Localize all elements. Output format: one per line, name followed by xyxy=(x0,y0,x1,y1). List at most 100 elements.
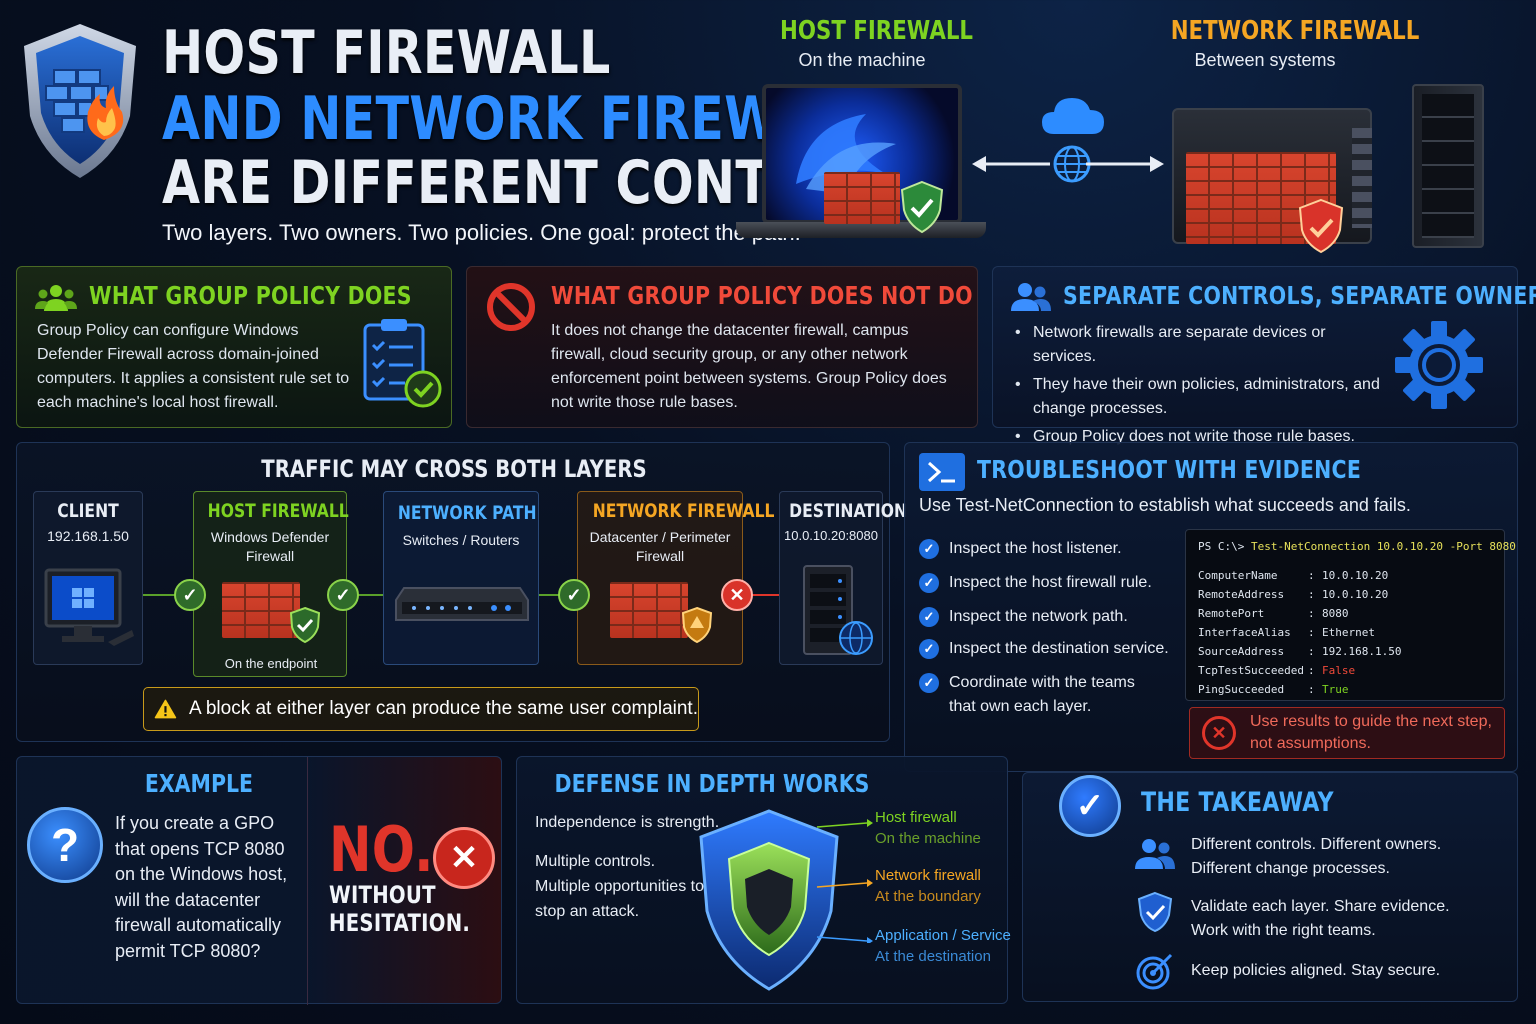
question-icon: ? xyxy=(27,807,103,883)
terminal-value: 192.168.1.50 xyxy=(1322,645,1402,658)
evidence-note: ✕ Use results to guide the next step, no… xyxy=(1189,707,1505,759)
network-firewall-node-sub: Datacenter / Perimeter Firewall xyxy=(589,529,731,564)
terminal-value: False xyxy=(1322,664,1356,677)
host-firewall-node-sub: Windows Defender Firewall xyxy=(210,529,330,564)
terminal-icon xyxy=(919,453,965,491)
target-icon xyxy=(1136,953,1173,990)
gp-does-title: WHAT GROUP POLICY DOES xyxy=(89,281,412,310)
check-icon: ✓ xyxy=(919,539,939,559)
defense-panel: DEFENSE IN DEPTH WORKS Independence is s… xyxy=(516,756,1011,1004)
terminal-row: TcpTestSucceeded: False xyxy=(1198,664,1492,683)
check-icon: ✓ xyxy=(919,673,939,693)
team-icon xyxy=(1135,839,1175,869)
terminal-output: PS C:\> Test-NetConnection 10.0.10.20 -P… xyxy=(1185,529,1516,702)
takeaway-item-2: Validate each layer. Share evidence. Wor… xyxy=(1191,898,1450,939)
gp-does-text: Group Policy can configure Windows Defen… xyxy=(37,322,350,411)
client-node: CLIENT 192.168.1.50 xyxy=(33,491,143,665)
defense-layer-arrows xyxy=(816,819,873,943)
example-answer: NO. xyxy=(329,813,434,886)
no-x-icon: ✕ xyxy=(433,827,495,889)
hero-net-sub: Between systems xyxy=(1194,50,1336,70)
list-item: Group Policy does not write those rule b… xyxy=(1011,425,1391,449)
pass-check-icon: ✓ xyxy=(327,579,359,611)
bidirectional-arrow-icon xyxy=(968,154,1168,174)
brick-wall-icon xyxy=(610,582,688,638)
network-path-node: NETWORK PATH Switches / Routers xyxy=(383,491,539,665)
clipboard-check-icon xyxy=(363,319,442,408)
terminal-value: Ethernet xyxy=(1322,626,1375,639)
host-firewall-node-title: HOST FIREWALL xyxy=(207,500,349,522)
terminal-key: RemoteAddress xyxy=(1198,588,1285,601)
warning-callout: A block at either layer can produce the … xyxy=(143,687,699,731)
check-icon: ✓ xyxy=(919,639,939,659)
terminal-row: SourceAddress: 192.168.1.50 xyxy=(1198,645,1492,664)
pass-check-icon: ✓ xyxy=(174,579,206,611)
separate-controls-list: Network firewalls are separate devices o… xyxy=(1011,321,1391,449)
separate-controls-title: SEPARATE CONTROLS, SEPARATE OWNERS xyxy=(1063,281,1536,310)
troubleshoot-intro: Use Test-NetConnection to establish what… xyxy=(919,495,1411,515)
hero-host-sub: On the machine xyxy=(798,50,926,70)
terminal-row: PingSucceeded: True xyxy=(1198,683,1492,702)
hero-net-title: NETWORK FIREWALL Between systems xyxy=(1150,16,1420,71)
example-title: EXAMPLE xyxy=(144,769,254,798)
client-ip: 192.168.1.50 xyxy=(47,528,129,544)
defense-title: DEFENSE IN DEPTH WORKS xyxy=(554,769,870,798)
cloud-icon xyxy=(1040,94,1106,138)
hero-host-title: HOST FIREWALL On the machine xyxy=(762,16,973,71)
terminal-key: InterfaceAlias xyxy=(1198,626,1291,639)
network-path-sub: Switches / Routers xyxy=(402,532,520,548)
network-firewall-node: NETWORK FIREWALL Datacenter / Perimeter … xyxy=(577,491,774,665)
brick-wall-icon xyxy=(222,582,300,638)
list-item: ✓Coordinate with the teams that own each… xyxy=(919,671,1169,719)
switch-router-icon xyxy=(395,587,529,621)
traffic-panel: TRAFFIC MAY CROSS BOTH LAYERS CLIENT 192… xyxy=(16,442,907,742)
terminal-key: ComputerName xyxy=(1198,569,1278,582)
list-item: ✓Inspect the host firewall rule. xyxy=(919,571,1169,605)
takeaway-item-3: Keep policies aligned. Stay secure. xyxy=(1191,962,1441,979)
list-item: ✓Inspect the host listener. xyxy=(919,537,1169,571)
traffic-title: TRAFFIC MAY CROSS BOTH LAYERS xyxy=(261,455,647,483)
users-icon xyxy=(35,285,77,311)
troubleshoot-steps: ✓Inspect the host listener. ✓Inspect the… xyxy=(919,537,1169,719)
destination-address: 10.0.10.20:8080 xyxy=(784,528,878,543)
terminal-prompt: PS C:\> xyxy=(1198,540,1245,553)
defense-p1: Independence is strength. xyxy=(535,814,720,831)
list-item: ✓Inspect the network path. xyxy=(919,605,1169,637)
gp-does-panel: WHAT GROUP POLICY DOES Group Policy can … xyxy=(16,266,452,428)
evidence-note-text: Use results to guide the next step, not … xyxy=(1250,713,1492,752)
shield-warning-icon xyxy=(681,606,713,644)
terminal-value: 10.0.10.20 xyxy=(1322,569,1389,582)
page-subtitle: Two layers. Two owners. Two policies. On… xyxy=(162,220,801,245)
logo-shield-icon xyxy=(18,20,142,182)
gp-does-not-title: WHAT GROUP POLICY DOES NOT DO xyxy=(551,281,973,310)
warning-text: A block at either layer can produce the … xyxy=(188,698,698,719)
warning-icon xyxy=(154,699,177,719)
terminal-key: RemotePort xyxy=(1198,607,1265,620)
host-firewall-node: HOST FIREWALL Windows Defender Firewall … xyxy=(193,491,349,677)
terminal-row: RemoteAddress: 10.0.10.20 xyxy=(1198,588,1492,607)
takeaway-item-1: Different controls. Different owners. Di… xyxy=(1191,836,1442,877)
terminal-value: True xyxy=(1322,683,1349,696)
takeaway-panel: ✓ THE TAKEAWAY Different controls. Diffe… xyxy=(1022,772,1518,1002)
terminal-value: 8080 xyxy=(1322,607,1349,620)
layered-shield-icon xyxy=(699,809,839,991)
laptop-icon xyxy=(736,84,986,244)
gp-does-not-text: It does not change the datacenter firewa… xyxy=(551,322,947,411)
network-firewall-appliance-icon xyxy=(1172,108,1386,254)
destination-node: DESTINATION 10.0.10.20:8080 xyxy=(779,491,907,665)
gp-does-not-panel: WHAT GROUP POLICY DOES NOT DO It does no… xyxy=(466,266,978,428)
shield-check-icon xyxy=(1137,891,1173,933)
list-item: They have their own policies, administra… xyxy=(1011,373,1391,421)
server-icon xyxy=(803,565,873,655)
defense-p2: Multiple controls. Multiple opportunitie… xyxy=(535,853,704,920)
page-title-line2: AND NETWORK FIREWALL xyxy=(162,84,878,154)
troubleshoot-title: TROUBLESHOOT WITH EVIDENCE xyxy=(977,455,1362,484)
check-icon: ✓ xyxy=(919,573,939,593)
terminal-key: TcpTestSucceeded xyxy=(1198,664,1304,677)
terminal-row: InterfaceAlias: Ethernet xyxy=(1198,626,1492,645)
team-icon xyxy=(1011,283,1051,311)
